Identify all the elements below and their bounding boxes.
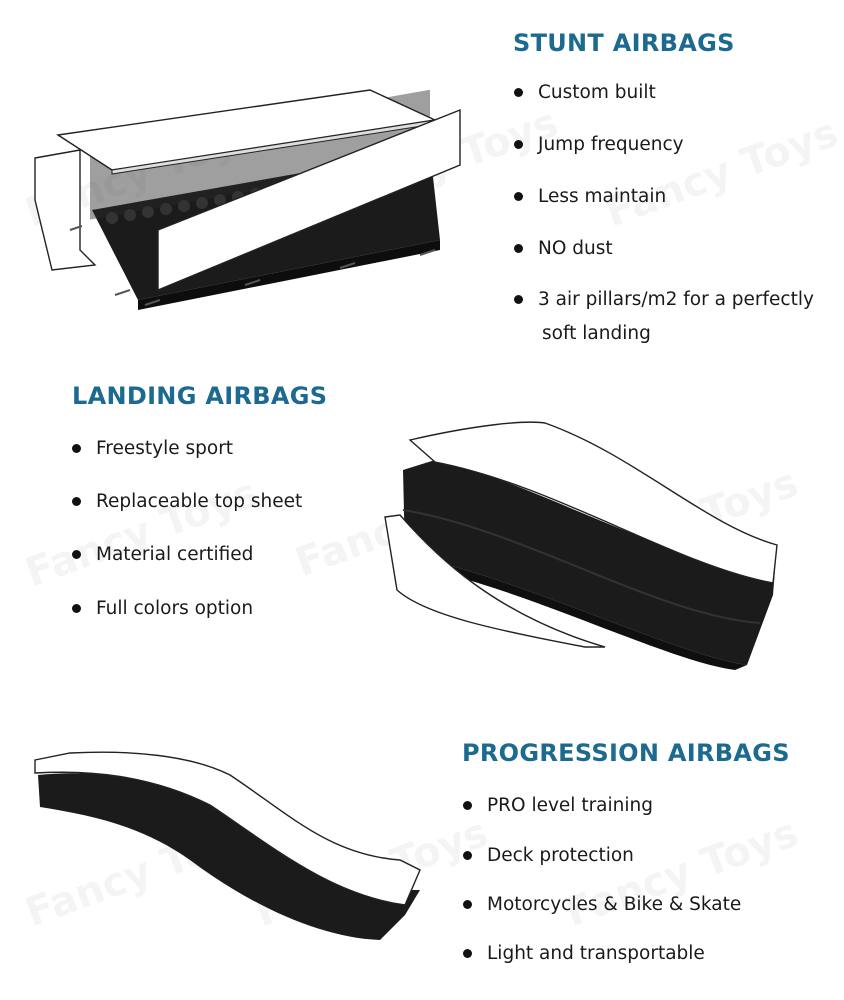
stunt-section: STUNT AIRBAGS Custom built Jump frequenc… xyxy=(0,0,814,360)
bullet-icon xyxy=(72,444,81,453)
bullet-icon xyxy=(514,295,523,304)
bullet-icon xyxy=(514,244,523,253)
list-item-continuation: soft landing xyxy=(542,323,651,344)
progression-airbag-illustration xyxy=(34,751,421,940)
bullet-icon xyxy=(514,140,523,149)
landing-title: LANDING AIRBAGS xyxy=(72,382,328,410)
bullet-icon xyxy=(463,949,472,958)
progression-section: PROGRESSION AIRBAGS PRO level training D… xyxy=(0,690,800,1000)
bullet-icon xyxy=(463,801,472,810)
bullet-icon xyxy=(72,604,81,613)
bullet-icon xyxy=(514,192,523,201)
bullet-icon xyxy=(72,550,81,559)
progression-title: PROGRESSION AIRBAGS xyxy=(462,739,790,767)
bullet-icon xyxy=(463,900,472,909)
bullet-icon xyxy=(72,497,81,506)
landing-section: LANDING AIRBAGS Freestyle sport Replacea… xyxy=(0,360,800,690)
bullet-icon xyxy=(463,851,472,860)
landing-airbag-illustration xyxy=(384,421,778,670)
stunt-airbag-illustration xyxy=(34,89,461,310)
stunt-title: STUNT AIRBAGS xyxy=(513,29,735,57)
bullet-icon xyxy=(514,88,523,97)
